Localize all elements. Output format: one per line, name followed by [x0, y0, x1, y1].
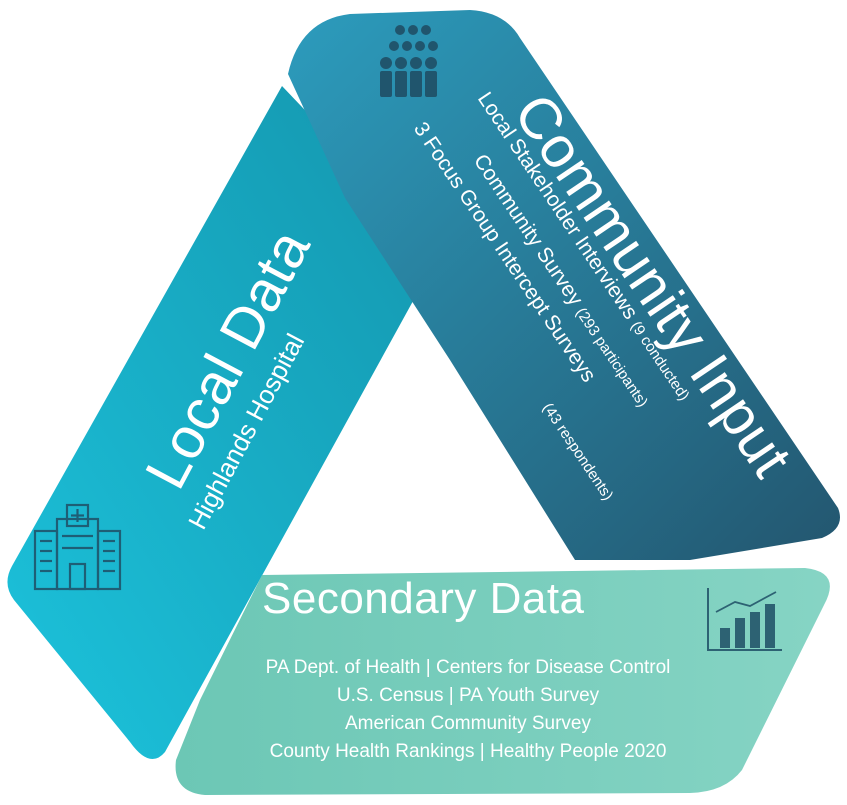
local-data-band	[7, 86, 440, 760]
secondary-data-title: Secondary Data	[262, 574, 585, 623]
secondary-line-1: PA Dept. of Health | Centers for Disease…	[265, 657, 671, 678]
community-input-band	[288, 10, 840, 560]
secondary-line-3: American Community Survey	[344, 713, 592, 734]
bar-chart-icon	[707, 588, 782, 651]
people-group-icon	[380, 25, 438, 97]
secondary-line-2: U.S. Census | PA Youth Survey	[336, 685, 600, 706]
secondary-data-sources: PA Dept. of Health | Centers for Disease…	[186, 654, 750, 766]
secondary-line-4: County Health Rankings | Healthy People …	[269, 741, 667, 762]
hospital-icon	[33, 503, 122, 591]
secondary-data-band	[175, 568, 830, 795]
